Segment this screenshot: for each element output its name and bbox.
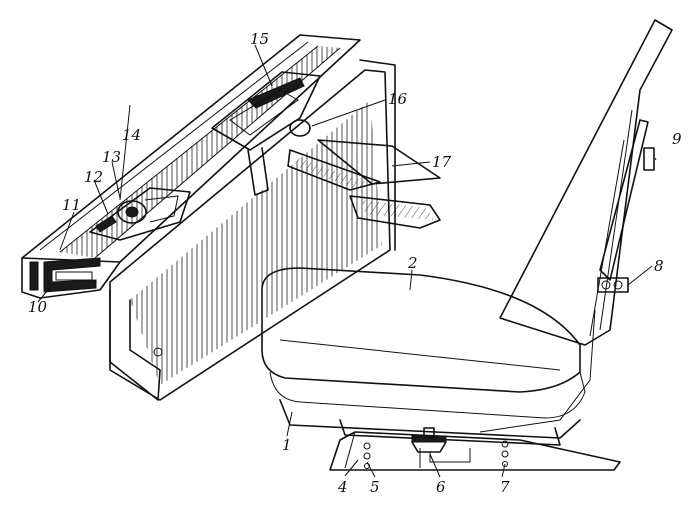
label-16: 16 xyxy=(388,90,408,108)
label-15: 15 xyxy=(250,30,269,48)
label-10: 10 xyxy=(28,298,48,316)
callout-labels: 15 16 17 14 13 12 11 10 2 9 8 1 4 5 6 7 xyxy=(28,30,682,496)
label-5: 5 xyxy=(370,478,380,496)
label-9: 9 xyxy=(672,130,682,148)
label-12: 12 xyxy=(84,168,103,186)
leader-lines xyxy=(37,44,657,478)
label-17: 17 xyxy=(432,153,452,171)
label-14: 14 xyxy=(122,126,141,144)
label-13: 13 xyxy=(102,148,121,166)
label-8: 8 xyxy=(654,257,664,275)
label-7: 7 xyxy=(500,478,510,496)
label-6: 6 xyxy=(436,478,446,496)
label-1: 1 xyxy=(282,436,292,454)
label-4: 4 xyxy=(337,478,348,496)
label-11: 11 xyxy=(62,196,81,214)
seat-rail-assembly xyxy=(21,34,441,401)
seat-assembly xyxy=(261,19,673,471)
label-2: 2 xyxy=(407,254,418,272)
